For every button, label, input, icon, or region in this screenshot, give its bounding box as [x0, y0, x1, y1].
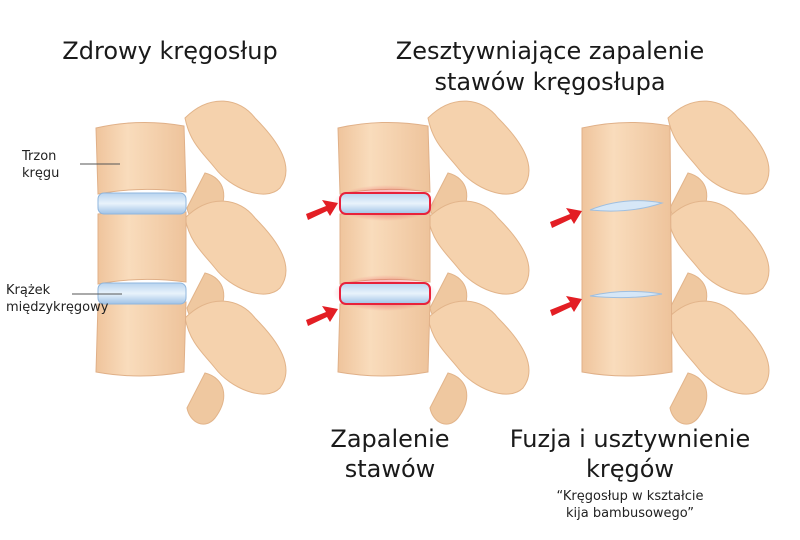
caption-arthritis-line1: Zapalenie — [330, 425, 450, 453]
inflamed-disc-upper — [339, 192, 431, 215]
heading-as-line1: Zesztywniające zapalenie — [395, 37, 705, 65]
inflamed-spine — [306, 100, 530, 425]
label-disc-line1: Krążek — [6, 283, 51, 298]
label-body-line1: Trzon — [22, 149, 57, 164]
label-intervertebral-disc: Krążek międzykręgowy — [6, 282, 108, 316]
caption-fusion: Fuzja i usztywnienie kręgów — [490, 424, 770, 484]
arrow-lower-left — [306, 306, 338, 326]
arrow-upper-left — [306, 200, 338, 220]
quote-line2: kija bambusowego” — [565, 506, 695, 521]
fused-gap-lower — [589, 290, 663, 299]
inflamed-disc-lower — [339, 282, 431, 305]
label-disc-line2: międzykręgowy — [6, 300, 109, 315]
label-body-line2: kręgu — [22, 166, 60, 181]
heading-healthy-spine: Zdrowy kręgosłup — [62, 37, 278, 65]
quote-line1: “Kręgosłup w kształcie — [556, 489, 704, 504]
heading-as-line2: stawów kręgosłupa — [434, 68, 666, 96]
caption-fusion-line1: Fuzja i usztywnienie — [509, 425, 751, 453]
healthy-spine — [72, 100, 287, 425]
caption-bamboo-spine: “Kręgosłup w kształcie kija bambusowego” — [520, 488, 740, 522]
healthy-disc-upper — [97, 192, 187, 215]
label-vertebral-body: Trzon kręgu — [22, 148, 59, 182]
caption-arthritis: Zapalenie stawów — [300, 424, 480, 484]
caption-arthritis-line2: stawów — [344, 455, 436, 483]
arrow-upper-right — [550, 208, 582, 228]
arrow-lower-right — [550, 296, 582, 316]
fused-spine — [550, 100, 770, 425]
heading-ankylosing-spondylitis: Zesztywniające zapalenie stawów kręgosłu… — [360, 36, 740, 98]
caption-fusion-line2: kręgów — [585, 455, 675, 483]
fused-gap-upper — [589, 200, 664, 212]
